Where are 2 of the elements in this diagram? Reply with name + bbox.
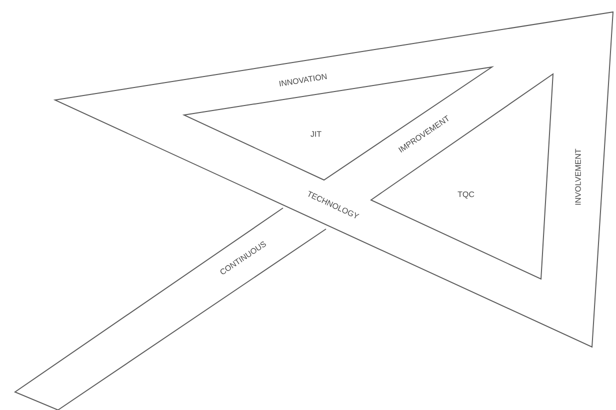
side-label: INNOVATION (279, 74, 327, 86)
side-label: INVOLVEMENT (575, 148, 581, 205)
